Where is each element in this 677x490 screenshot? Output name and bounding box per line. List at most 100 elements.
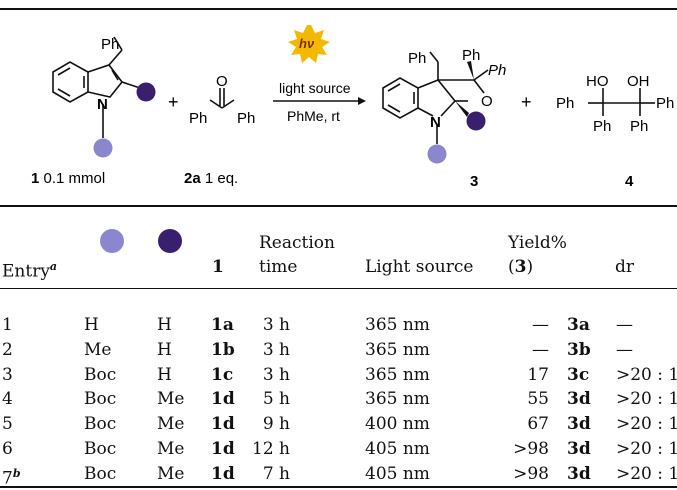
cell-light-source: 400 nm bbox=[365, 414, 430, 434]
cell-entry: 7b bbox=[2, 464, 21, 489]
cell-yield-text: 67 bbox=[527, 414, 549, 435]
carbonyl-o-label: O bbox=[216, 73, 228, 90]
benzene-ring bbox=[52, 61, 89, 103]
cell-dr: >20 : 1 bbox=[616, 439, 677, 459]
header-light-circle bbox=[100, 229, 124, 253]
cell-dr: >20 : 1 bbox=[616, 464, 677, 484]
cell-dr: — bbox=[616, 340, 633, 360]
cell-yield-text: >98 bbox=[513, 463, 549, 484]
cell-light-source-text: 365 nm bbox=[365, 315, 430, 335]
cell-dark-substituent-text: H bbox=[157, 315, 172, 335]
cell-entry-text: 5 bbox=[2, 414, 13, 435]
cell-compound: 1c bbox=[211, 365, 233, 385]
cell-light-substituent: Boc bbox=[84, 365, 116, 385]
product-light-marker bbox=[427, 144, 447, 164]
cell-compound: 1d bbox=[211, 389, 235, 409]
cell-light-source-text: 365 nm bbox=[365, 364, 430, 385]
product-4-pinacol bbox=[588, 88, 655, 116]
cell-light-substituent: Boc bbox=[84, 389, 116, 409]
reactant-2a-benzophenone bbox=[209, 88, 235, 109]
cell-dr: >20 : 1 bbox=[616, 365, 677, 385]
cell-time-text: 3 h bbox=[262, 364, 290, 385]
cell-yield-text: >98 bbox=[513, 439, 549, 459]
ho-label: HO bbox=[586, 73, 609, 90]
header-entry-footnote: a bbox=[49, 260, 58, 273]
cell-light-substituent-text: Boc bbox=[84, 463, 117, 484]
cell-entry-text: 6 bbox=[2, 439, 13, 459]
product-3-number: 3 bbox=[470, 173, 478, 190]
cell-compound-text: 1c bbox=[211, 364, 234, 385]
reactant-1-number: 1 bbox=[31, 170, 39, 187]
cell-compound-text: 1d bbox=[211, 439, 235, 459]
oxetane-o-label: O bbox=[481, 93, 493, 110]
cell-time: 5 h bbox=[263, 389, 290, 409]
pinacol-ph-bottom-left: Ph bbox=[593, 118, 611, 135]
cell-dark-substituent: Me bbox=[157, 464, 184, 484]
cell-light-source: 405 nm bbox=[365, 439, 430, 459]
cell-yield: 55 bbox=[527, 389, 549, 409]
condition-solvent: PhMe, rt bbox=[287, 108, 340, 124]
cell-light-substituent: Boc bbox=[84, 414, 116, 434]
cell-dark-substituent: H bbox=[157, 365, 172, 385]
cell-dr-text: >20 : 1 bbox=[616, 414, 677, 435]
cell-dr-text: >20 : 1 bbox=[616, 439, 677, 459]
cell-product-text: 3b bbox=[567, 339, 591, 360]
product-dark-marker bbox=[466, 111, 486, 131]
reactant-1-amount: 0.1 mmol bbox=[39, 170, 105, 187]
header-yield-number: 3 bbox=[514, 257, 527, 277]
cell-time: 3 h bbox=[263, 340, 290, 360]
header-entry-text: Entry bbox=[2, 261, 50, 282]
cell-entry-footnote: b bbox=[12, 466, 21, 480]
cell-dark-substituent-text: Me bbox=[157, 414, 185, 435]
cell-dr-text: — bbox=[616, 315, 633, 335]
cell-light-source-text: 405 nm bbox=[365, 463, 430, 484]
cell-dark-substituent-text: Me bbox=[157, 463, 185, 484]
cell-product: 3c bbox=[567, 365, 589, 385]
reaction-scheme: Ph N + O Ph Ph hν light source PhMe, rt bbox=[31, 25, 674, 190]
condition-light-source: light source bbox=[279, 80, 351, 96]
cell-entry: 6 bbox=[2, 439, 13, 459]
cell-dr-text: >20 : 1 bbox=[616, 364, 677, 385]
cell-yield: >98 bbox=[513, 464, 549, 484]
cell-time: 3 h bbox=[263, 365, 290, 385]
cell-dark-substituent-text: H bbox=[157, 364, 172, 385]
cell-yield: 17 bbox=[527, 365, 549, 385]
cell-light-source-text: 365 nm bbox=[365, 339, 430, 360]
plus-sign: + bbox=[168, 92, 179, 112]
header-compound: 1 bbox=[212, 257, 224, 277]
header-yield-open: ( bbox=[508, 257, 515, 277]
reactant-2a-caption: 2a 1 eq. bbox=[184, 170, 238, 187]
cell-light-substituent: Boc bbox=[84, 464, 116, 484]
cell-entry-text: 1 bbox=[2, 315, 13, 335]
header-time: time bbox=[259, 257, 298, 277]
cell-product-text: 3d bbox=[567, 439, 591, 459]
cell-entry-text: 2 bbox=[2, 339, 13, 360]
cell-time-text: 3 h bbox=[262, 339, 290, 360]
product-ph-right: Ph bbox=[488, 62, 506, 79]
header-dark-circle bbox=[158, 229, 182, 253]
cell-light-substituent: H bbox=[84, 315, 99, 335]
cell-dr-text: >20 : 1 bbox=[616, 463, 677, 484]
cell-product: 3b bbox=[567, 340, 591, 360]
cell-compound: 1b bbox=[211, 340, 235, 360]
pinacol-ph-left: Ph bbox=[556, 95, 574, 112]
cell-product-text: 3c bbox=[567, 364, 590, 385]
cell-light-source: 365 nm bbox=[365, 340, 430, 360]
cell-compound-text: 1b bbox=[211, 339, 235, 360]
cell-product: 3d bbox=[567, 414, 591, 434]
cell-entry: 5 bbox=[2, 414, 13, 434]
dark-substituent-marker bbox=[136, 82, 156, 102]
cell-entry: 3 bbox=[2, 365, 13, 385]
cell-light-source: 365 nm bbox=[365, 365, 430, 385]
cell-dark-substituent: H bbox=[157, 315, 172, 335]
cell-dark-substituent: H bbox=[157, 340, 172, 360]
cell-yield: — bbox=[532, 340, 549, 360]
cell-yield-text: 17 bbox=[527, 364, 549, 385]
cell-compound: 1a bbox=[211, 315, 234, 335]
cell-light-source-text: 400 nm bbox=[365, 414, 430, 435]
cell-time-text: 12 h bbox=[252, 439, 290, 459]
cell-dark-substituent: Me bbox=[157, 389, 184, 409]
cell-light-source: 405 nm bbox=[365, 464, 430, 484]
cell-compound: 1d bbox=[211, 464, 235, 484]
pinacol-ph-right: Ph bbox=[656, 95, 674, 112]
